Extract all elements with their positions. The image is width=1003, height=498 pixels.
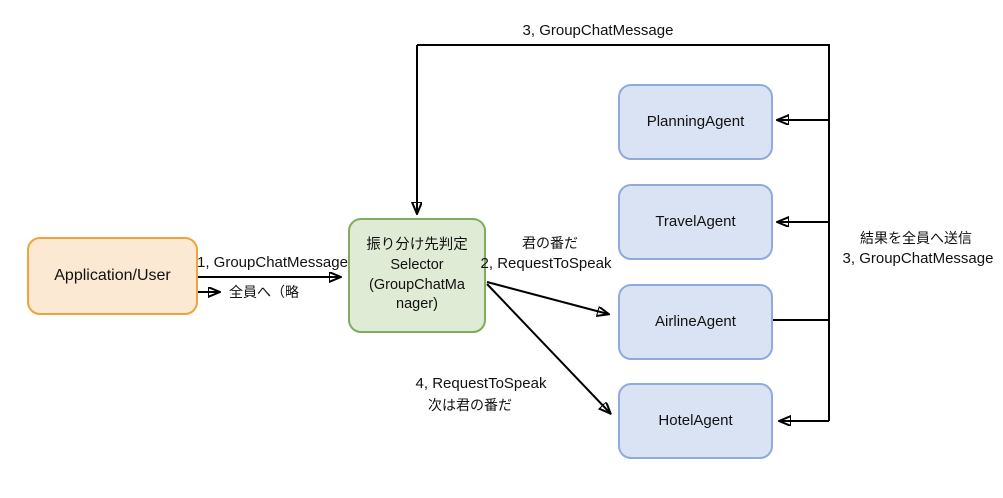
edge-label-msg1: 1, GroupChatMessage: [197, 254, 348, 271]
node-planning-agent: PlanningAgent: [618, 84, 773, 160]
node-hotel-agent-label: HotelAgent: [658, 411, 733, 429]
node-hotel-agent: HotelAgent: [618, 383, 773, 459]
node-application-user-label: Application/User: [54, 267, 171, 285]
edge-selector-to-airline: [486, 281, 608, 314]
node-selector-label: 振り分け先判定 Selector (GroupChatMa nager): [366, 237, 468, 313]
node-travel-agent-label: TravelAgent: [655, 212, 736, 230]
edge-selector-to-hotel: [486, 283, 610, 413]
edge-feedback-bus: [417, 44, 830, 421]
edge-label-msg3-right: 3, GroupChatMessage: [842, 250, 994, 267]
node-travel-agent: TravelAgent: [618, 184, 773, 260]
edge-label-result-broadcast: 結果を全員へ送信: [860, 230, 972, 246]
node-selector: 振り分け先判定 Selector (GroupChatMa nager): [348, 218, 486, 333]
node-application-user: Application/User: [27, 237, 198, 315]
edge-label-broadcast-all: 全員へ（略: [229, 284, 299, 300]
edge-label-msg4: 4, RequestToSpeak: [415, 375, 547, 392]
edge-label-next-turn: 次は君の番だ: [428, 397, 512, 413]
edge-label-msg3-top: 3, GroupChatMessage: [522, 22, 674, 39]
node-airline-agent: AirlineAgent: [618, 284, 773, 360]
edge-label-turn-notice: 君の番だ: [522, 235, 578, 251]
edge-label-msg2: 2, RequestToSpeak: [480, 255, 612, 272]
node-planning-agent-label: PlanningAgent: [646, 112, 745, 130]
node-airline-agent-label: AirlineAgent: [655, 312, 736, 330]
